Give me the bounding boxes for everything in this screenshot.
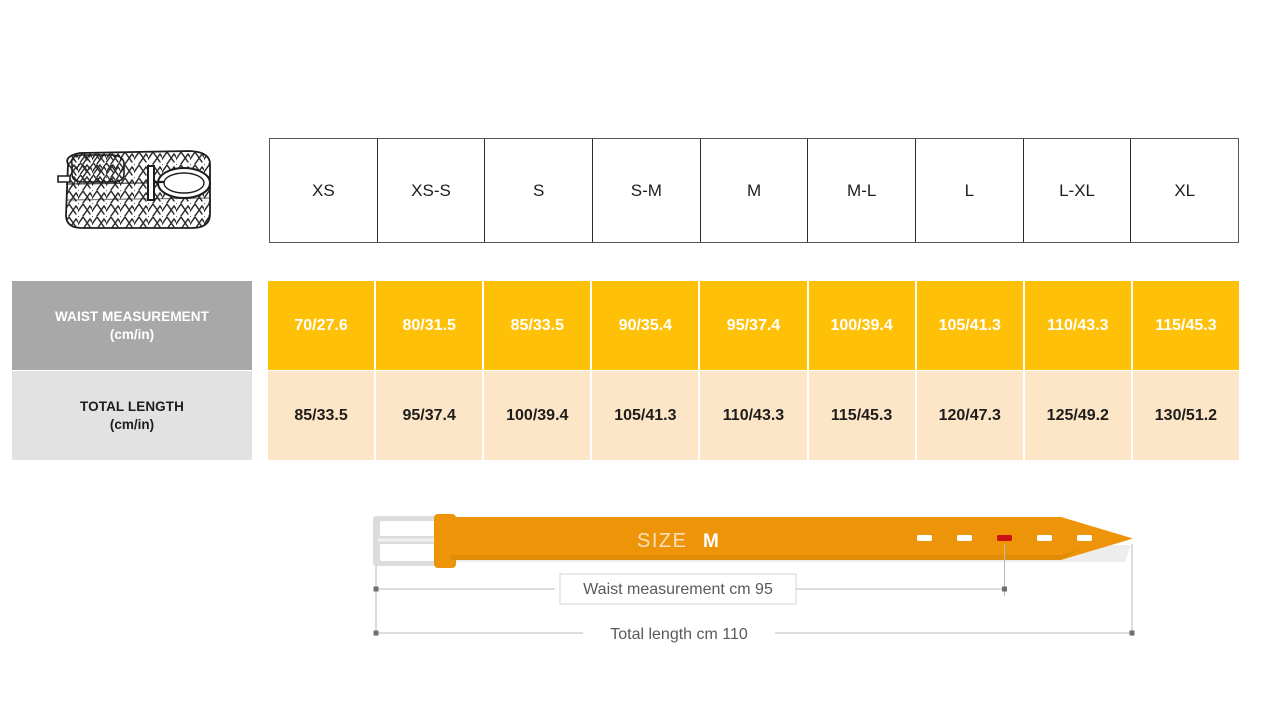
size-header-cell: L-XL	[1024, 139, 1132, 242]
waist-value-strip: 70/27.6 80/31.5 85/33.5 90/35.4 95/37.4 …	[268, 281, 1239, 370]
total-label-line1: TOTAL LENGTH	[80, 398, 184, 414]
waist-value-cell: 105/41.3	[916, 281, 1025, 370]
waist-measurement-label: WAIST MEASUREMENT (cm/in)	[12, 281, 252, 370]
braided-belt-icon	[57, 150, 211, 229]
belt-hole	[917, 535, 932, 541]
size-header-cell: M	[701, 139, 809, 242]
waist-value-cell: 110/43.3	[1024, 281, 1133, 370]
waist-label-line2: (cm/in)	[109, 326, 155, 342]
total-length-value-cell: 95/37.4	[376, 371, 485, 460]
belt-hole-active	[997, 535, 1012, 541]
total-length-value-cell: 100/39.4	[484, 371, 593, 460]
waist-label-line1: WAIST MEASUREMENT	[55, 308, 209, 324]
total-length-value-cell: 105/41.3	[592, 371, 701, 460]
belt-strap-lowlight	[451, 549, 1079, 560]
total-length-value-cell: 120/47.3	[916, 371, 1025, 460]
total-length-row: TOTAL LENGTH (cm/in) 85/33.5 95/37.4 100…	[12, 371, 1239, 460]
total-label-line2: (cm/in)	[109, 416, 155, 432]
belt-hole	[957, 535, 972, 541]
diagram-size-value: M	[703, 531, 719, 552]
measurement-rows: WAIST MEASUREMENT (cm/in) 70/27.6 80/31.…	[12, 281, 1239, 460]
waist-value-cell: 95/37.4	[700, 281, 809, 370]
total-length-value-cell: 85/33.5	[268, 371, 377, 460]
belt-strap	[451, 517, 1133, 560]
waist-label-box	[559, 573, 797, 605]
size-header-table: XS XS-S S S-M M M-L L L-XL XL	[269, 138, 1239, 243]
waist-value-cell: 115/45.3	[1132, 281, 1239, 370]
belt-diagram-svg: SIZE M Waist measurement cm 95 Total len…	[373, 514, 1135, 643]
total-length-value-cell: 125/49.2	[1024, 371, 1133, 460]
belt-hole	[1077, 535, 1092, 541]
total-length-label: TOTAL LENGTH (cm/in)	[12, 371, 252, 460]
diagram-size-prefix: SIZE	[637, 530, 687, 552]
waist-value-cell: 70/27.6	[268, 281, 377, 370]
belt-hole	[1037, 535, 1052, 541]
size-header-cell: XS-S	[378, 139, 486, 242]
total-length-value-cell: 115/45.3	[808, 371, 917, 460]
waist-dimension-label: Waist measurement cm 95	[583, 581, 773, 598]
waist-value-cell: 100/39.4	[808, 281, 917, 370]
total-length-value-cell: 110/43.3	[700, 371, 809, 460]
waist-measurement-row: WAIST MEASUREMENT (cm/in) 70/27.6 80/31.…	[12, 281, 1239, 370]
waist-dimension-line	[373, 586, 1007, 592]
size-header-cell: S-M	[593, 139, 701, 242]
belt-keeper-loop	[434, 514, 456, 568]
size-header-cell: XL	[1174, 180, 1196, 200]
total-length-dimension-line	[373, 630, 1135, 636]
total-length-dimension-label: Total length cm 110	[610, 626, 748, 643]
size-header-cell: L	[916, 139, 1024, 242]
size-header-cell: M-L	[808, 139, 917, 242]
waist-value-cell: 90/35.4	[592, 281, 701, 370]
waist-value-cell: 85/33.5	[484, 281, 593, 370]
total-length-value-cell: 130/51.2	[1132, 371, 1239, 460]
total-length-value-strip: 85/33.5 95/37.4 100/39.4 105/41.3 110/43…	[268, 371, 1239, 460]
waist-value-cell: 80/31.5	[376, 281, 485, 370]
belt-measurement-diagram: SIZE M Waist measurement cm 95 Total len…	[355, 500, 1155, 650]
size-header-cell: S	[485, 139, 594, 242]
size-header-cell: XS	[270, 139, 378, 242]
belt-product-illustration	[50, 138, 222, 242]
